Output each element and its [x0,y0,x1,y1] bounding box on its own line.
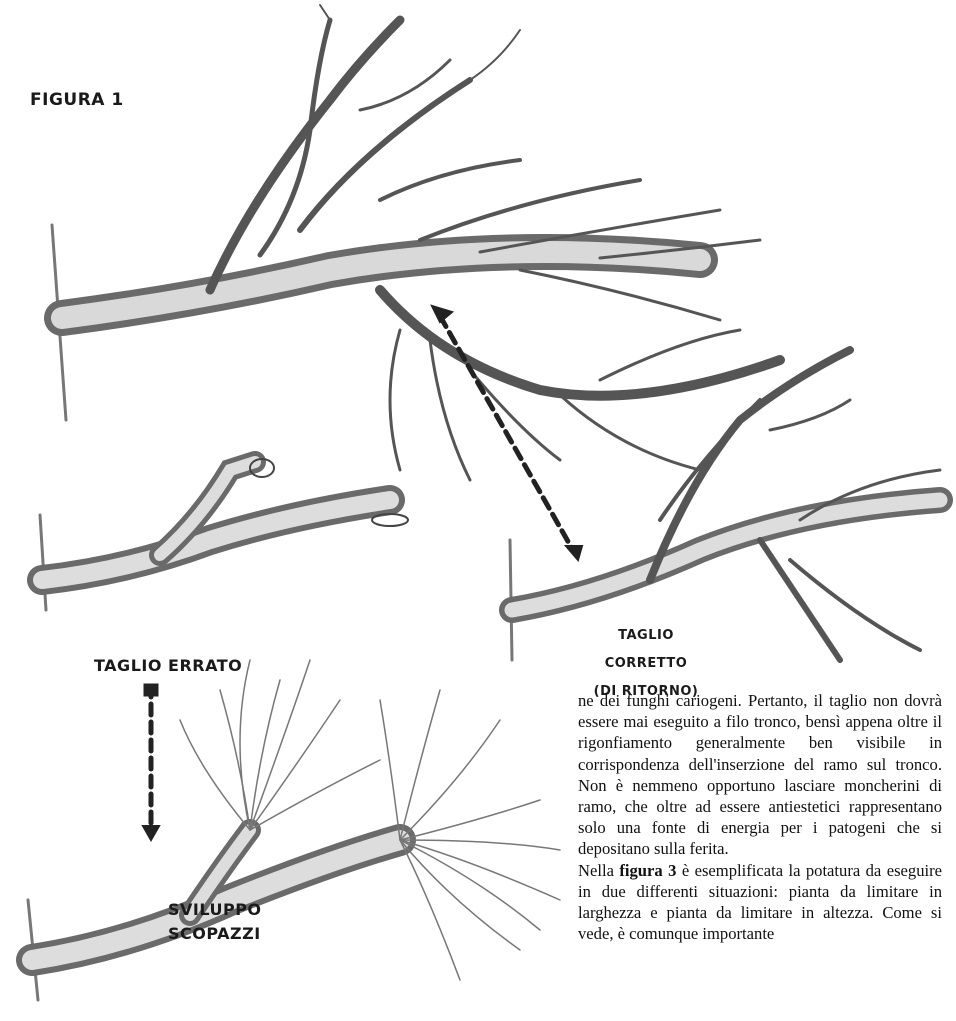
correct-cut-label-line1: TAGLIO CORRETTO [576,622,716,678]
broom-growth-label-line2: SCOPAZZI [168,922,262,946]
correct-cut-arrow [432,306,582,560]
body-text: ne dei funghi cariogeni. Pertanto, il ta… [578,690,942,1021]
figure-title: FIGURA 1 [30,90,124,110]
wrong-cut-arrow [143,684,159,840]
broom-growth-label: SVILUPPO SCOPAZZI [168,898,262,946]
wrong-cut-branch-drawing [40,459,408,610]
paragraph-1: ne dei funghi cariogeni. Pertanto, il ta… [578,690,942,860]
figure-reference: figura 3 [619,861,676,880]
top-branch-drawing [52,5,780,480]
paragraph-2-start: Nella [578,861,619,880]
paragraph-2: Nella figura 3 è esemplificata la potatu… [578,860,942,945]
wrong-cut-label: TAGLIO ERRATO [94,656,242,675]
broom-growth-branch-drawing [28,660,560,1000]
broom-growth-label-line1: SVILUPPO [168,898,262,922]
